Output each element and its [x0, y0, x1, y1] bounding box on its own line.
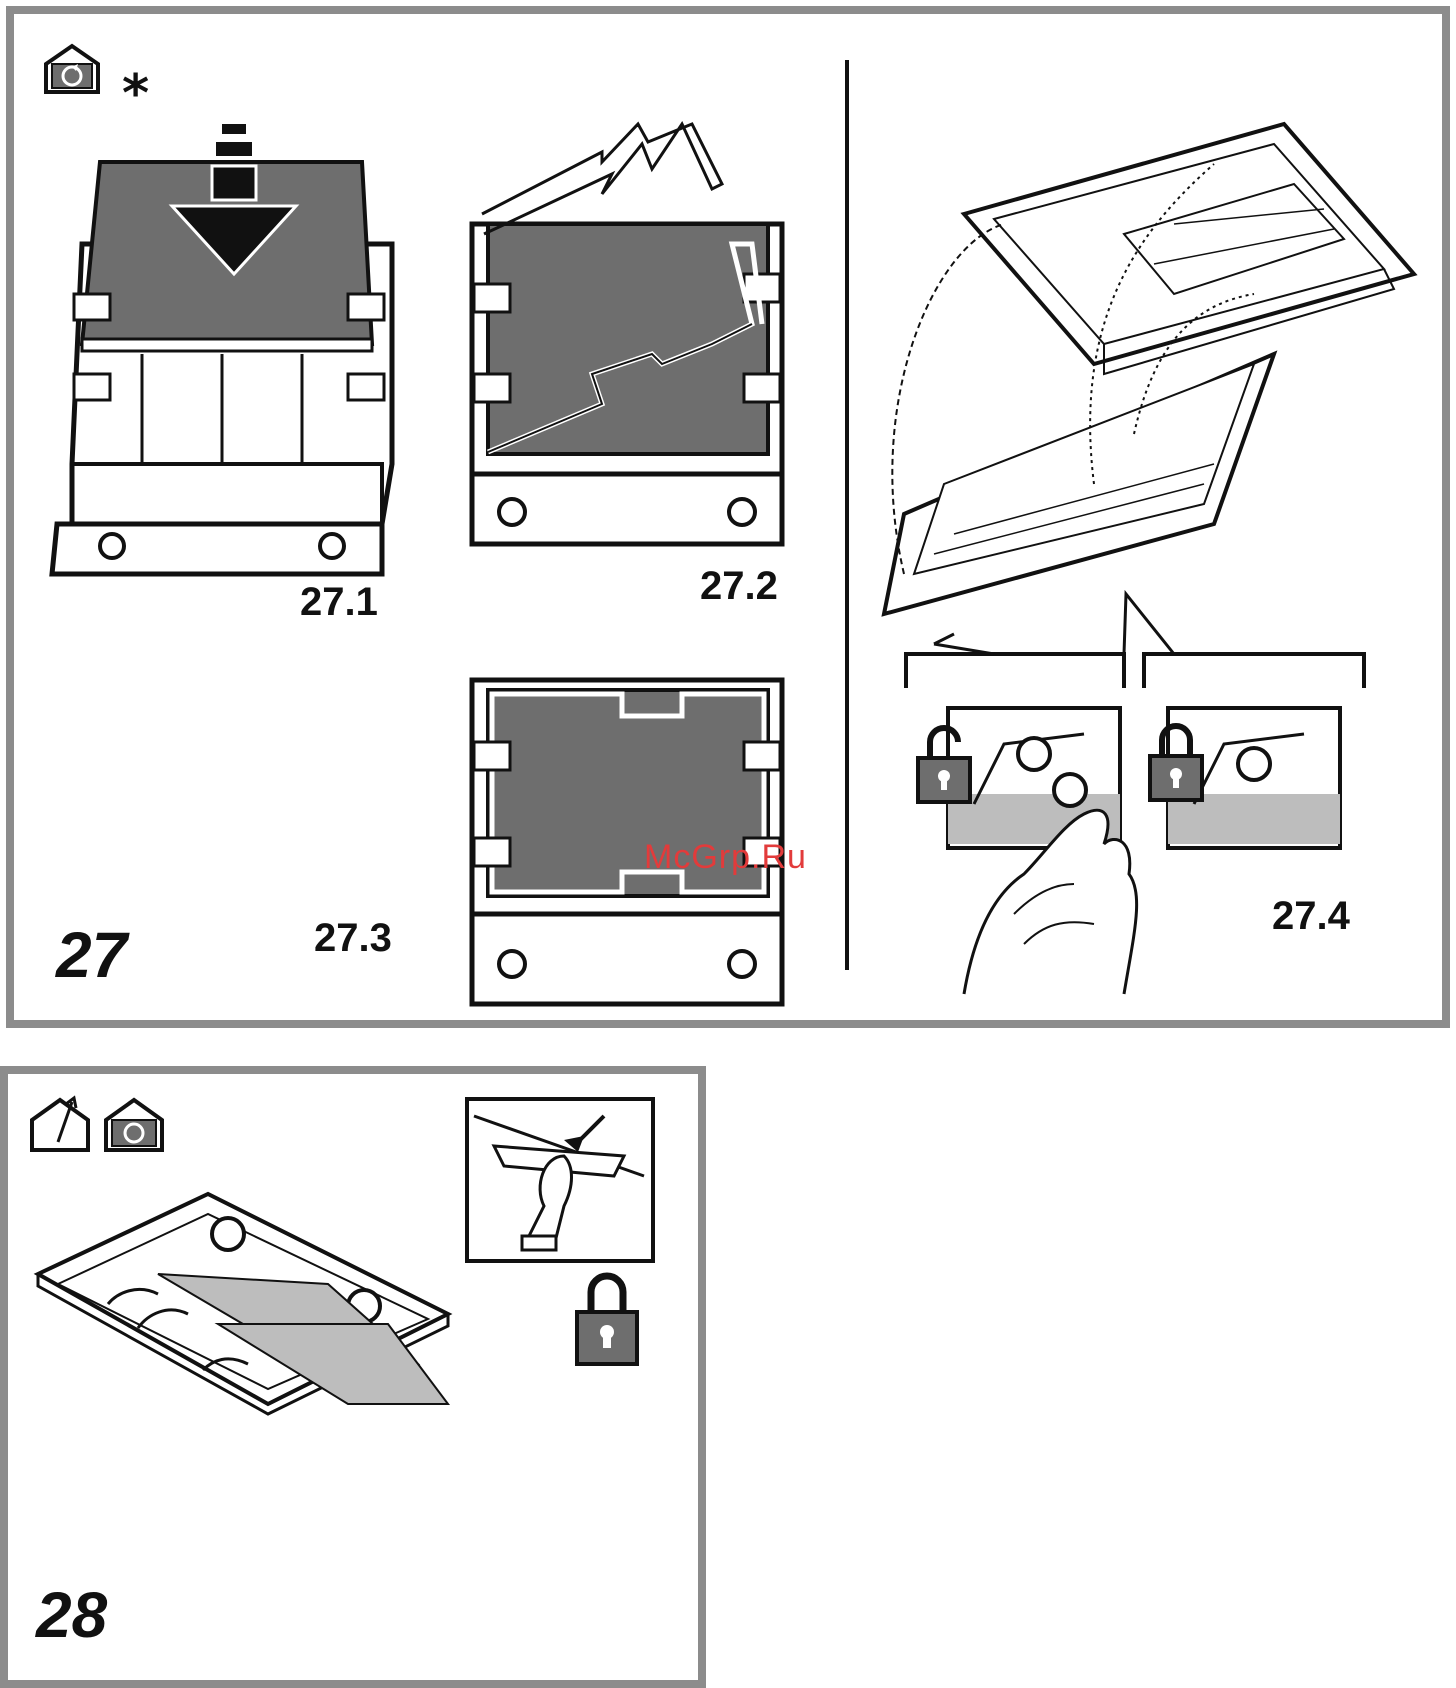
figure-27-number: 27 [56, 918, 127, 992]
figure-28-number: 28 [36, 1578, 107, 1652]
recirculation-mode-icon [42, 42, 102, 96]
watermark-text: McGrp.Ru [644, 838, 807, 877]
lock-icon [574, 1270, 640, 1366]
figure-28-panel: 28 [0, 1066, 706, 1688]
figure-27-panel: * 27.1 [6, 6, 1450, 1028]
latch-detail-inset [464, 1096, 656, 1264]
detail-callout-lines [894, 574, 1374, 694]
step-27-4-label: 27.4 [1272, 894, 1350, 939]
down-arrow-icon [172, 124, 292, 274]
lock-icon [1148, 722, 1204, 802]
step-27-2-illustration [452, 114, 812, 554]
step-27-2-label: 27.2 [700, 564, 778, 609]
hood-filter-illustration [28, 1174, 458, 1434]
step-27-1-label: 27.1 [300, 580, 378, 625]
section-divider [844, 60, 850, 970]
hand-icon [954, 784, 1154, 1004]
recirculation-mode-icon [102, 1096, 166, 1154]
step-27-4-illustration [874, 104, 1434, 624]
extraction-mode-icon [28, 1094, 94, 1154]
step-27-3-label: 27.3 [314, 916, 392, 961]
